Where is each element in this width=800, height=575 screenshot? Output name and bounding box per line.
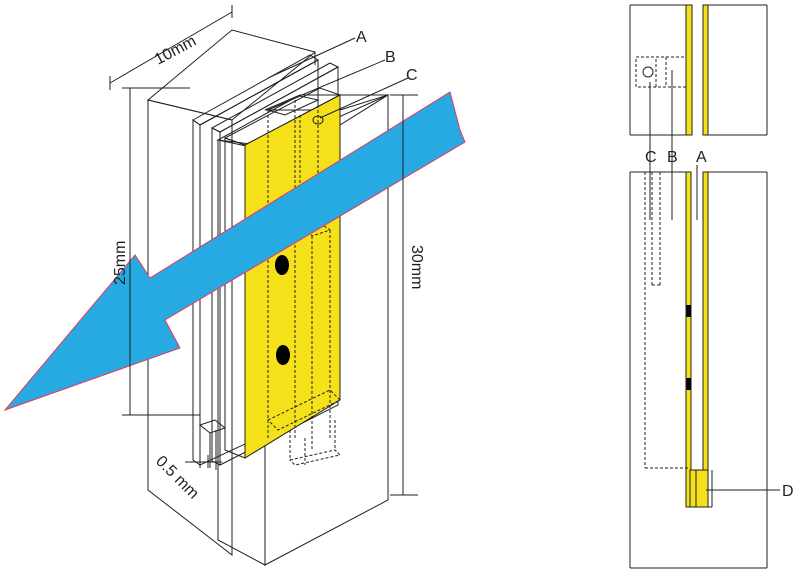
upper-section: [629, 4, 768, 136]
hole-upper: [275, 255, 289, 275]
flow-arrow: [3, 91, 466, 412]
label-a-left: A: [356, 29, 367, 46]
label-a-right: A: [696, 149, 707, 166]
plate-b: [210, 62, 340, 466]
dim-height-outer: 30mm: [408, 245, 425, 289]
label-c-left: C: [406, 67, 418, 84]
dim-height-inner: 25mm: [112, 241, 129, 285]
section-view: C B A D: [629, 4, 794, 569]
label-d: D: [782, 483, 794, 500]
leader-lines: [267, 37, 409, 119]
dim-gap: 0.5 mm: [152, 453, 202, 503]
isometric-view: A B C 10mm 25mm 30mm 0.5 mm: [3, 5, 466, 566]
label-b-right: B: [667, 149, 678, 166]
lower-section: [629, 171, 768, 569]
dimension-lines: [109, 5, 418, 496]
channel-c-opening: [312, 115, 324, 125]
hole-lower: [276, 345, 290, 365]
label-b-left: B: [385, 49, 396, 66]
label-c-right: C: [645, 149, 657, 166]
